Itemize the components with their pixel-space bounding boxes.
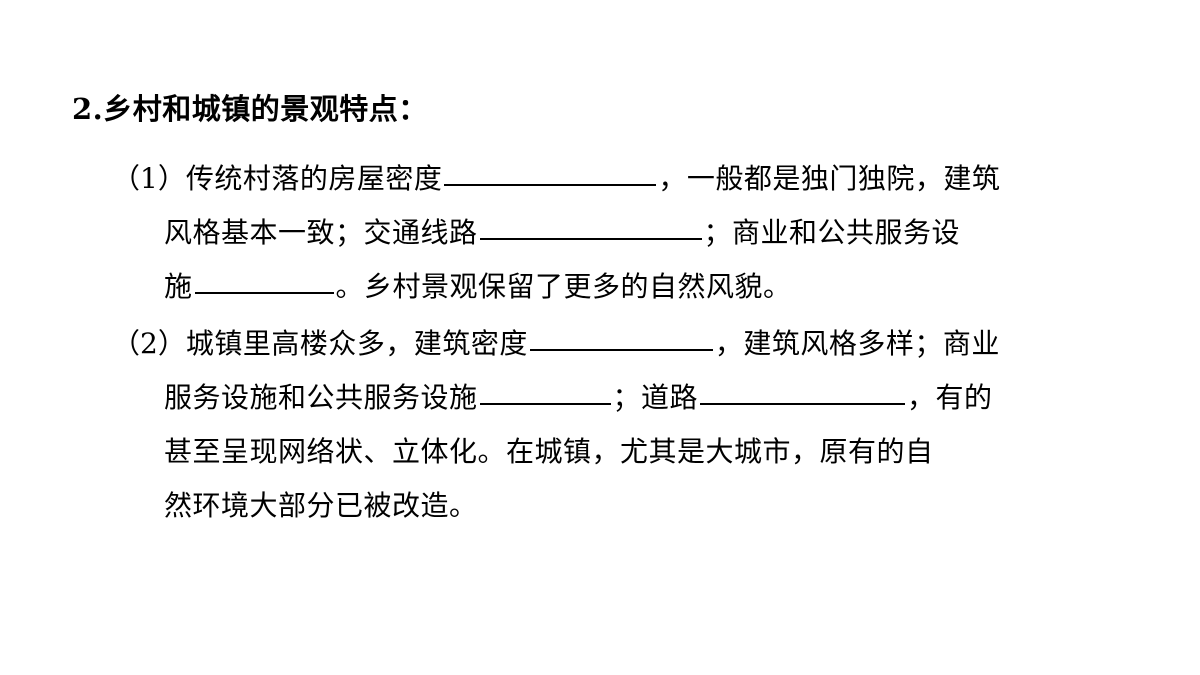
question-1-line-1: （1）传统村落的房屋密度 ，一般都是独门独院，建筑 xyxy=(112,152,1172,206)
question-2-line-2: 服务设施和公共服务设施 ；道路 ，有的 xyxy=(112,371,1172,425)
question-1-line-2: 风格基本一致；交通线路 ；商业和公共服务设 xyxy=(112,206,1172,260)
blank-3[interactable] xyxy=(194,266,334,294)
heading-number: 2. xyxy=(72,92,104,126)
blank-4[interactable] xyxy=(529,323,713,351)
blank-6[interactable] xyxy=(700,377,906,405)
q1-l3-text-a: 施 xyxy=(164,270,193,303)
q1-l2-text-b: ；商业和公共服务设 xyxy=(703,216,961,249)
q2-l2-text-b: ；道路 xyxy=(612,381,699,414)
question-1-marker: （1） xyxy=(112,162,186,195)
question-2-marker: （2） xyxy=(112,327,186,360)
q2-l1-text-b: ，建筑风格多样；商业 xyxy=(714,327,1000,360)
question-1-line-3: 施 。乡村景观保留了更多的自然风貌。 xyxy=(112,260,1172,314)
q2-l4-text: 然环境大部分已被改造。 xyxy=(164,489,478,522)
question-2-line-3: 甚至呈现网络状、立体化。在城镇，尤其是大城市，原有的自 xyxy=(112,425,1172,479)
q1-l3-text-b: 。乡村景观保留了更多的自然风貌。 xyxy=(335,270,792,303)
page-title: 2.乡村和城镇的景观特点： xyxy=(72,92,428,127)
question-block-1: （1）传统村落的房屋密度 ，一般都是独门独院，建筑 风格基本一致；交通线路 ；商业和… xyxy=(112,152,1172,314)
question-2-line-1: （2）城镇里高楼众多，建筑密度 ，建筑风格多样；商业 xyxy=(112,317,1172,371)
q1-l1-text-b: ，一般都是独门独院，建筑 xyxy=(658,162,1001,195)
question-block-2: （2）城镇里高楼众多，建筑密度 ，建筑风格多样；商业 服务设施和公共服务设施 ；道路… xyxy=(112,317,1172,533)
heading-title: 乡村和城镇的景观特点： xyxy=(103,92,428,126)
q2-l3-text: 甚至呈现网络状、立体化。在城镇，尤其是大城市，原有的自 xyxy=(164,435,934,468)
blank-1[interactable] xyxy=(444,158,657,186)
q1-l1-text-a: 传统村落的房屋密度 xyxy=(185,162,443,195)
q2-l2-text-a: 服务设施和公共服务设施 xyxy=(164,381,478,414)
q1-l2-text-a: 风格基本一致；交通线路 xyxy=(164,216,478,249)
question-2-line-4: 然环境大部分已被改造。 xyxy=(112,479,1172,533)
blank-2[interactable] xyxy=(479,212,702,240)
q2-l1-text-a: 城镇里高楼众多，建筑密度 xyxy=(185,327,528,360)
q2-l2-text-c: ，有的 xyxy=(907,381,993,414)
blank-5[interactable] xyxy=(479,377,611,405)
